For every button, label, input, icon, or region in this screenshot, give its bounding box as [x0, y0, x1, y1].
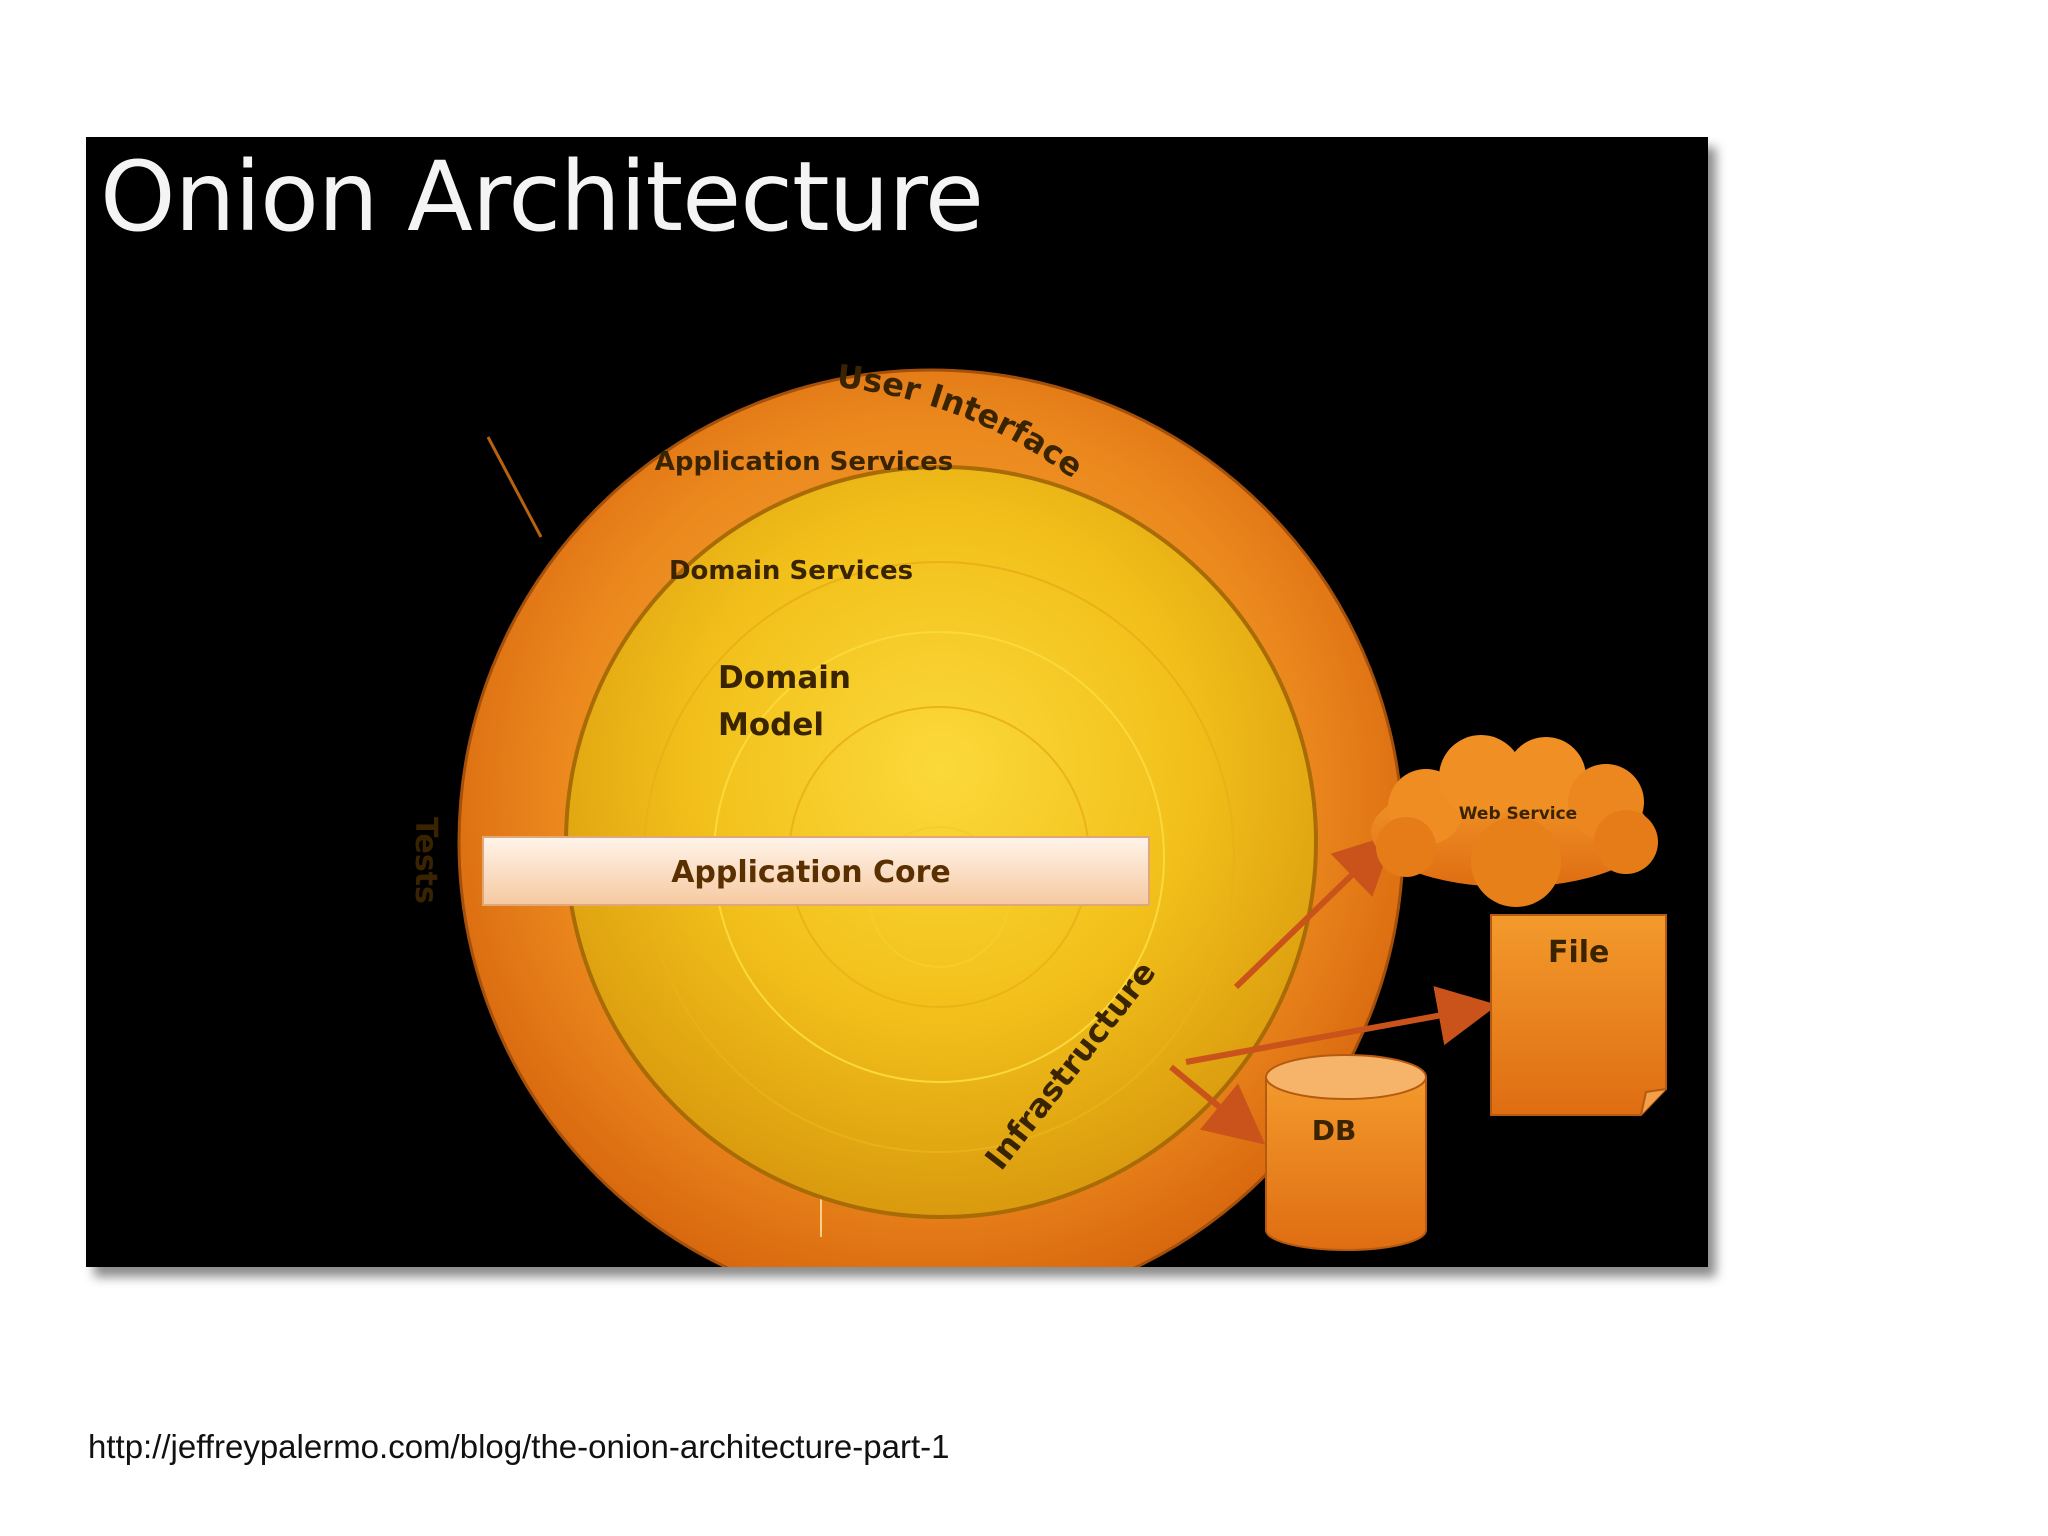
- application-core-band: [482, 836, 1150, 906]
- db-label: DB: [1312, 1114, 1357, 1147]
- ring-divider-upper-left: [486, 436, 543, 538]
- arrow-to-db: [1169, 1064, 1266, 1145]
- web-service-cloud: Web Service: [1371, 735, 1658, 907]
- onion-diagram: Application Services Domain Services Dom…: [408, 357, 1667, 1267]
- arrow-to-web-service: [1233, 833, 1395, 990]
- arrow-to-file: [1185, 986, 1498, 1065]
- tests-label: Tests: [408, 817, 443, 904]
- source-url: http://jeffreypalermo.com/blog/the-onion…: [88, 1428, 950, 1465]
- slide-title: Onion Architecture: [100, 141, 984, 253]
- onion-diagram-image: Onion Architecture: [86, 137, 1708, 1267]
- domain-services-label: Domain Services: [669, 556, 913, 586]
- domain-model-label-line-2: Model: [718, 707, 824, 743]
- application-services-label: Application Services: [655, 447, 953, 477]
- file-label: File: [1548, 935, 1609, 970]
- domain-model-label-line-1: Domain: [718, 660, 851, 696]
- file-document: File: [1490, 914, 1667, 1116]
- db-cylinder: DB: [1265, 1054, 1427, 1251]
- web-service-label: Web Service: [1459, 804, 1577, 824]
- application-core-label: Application Core: [671, 855, 951, 890]
